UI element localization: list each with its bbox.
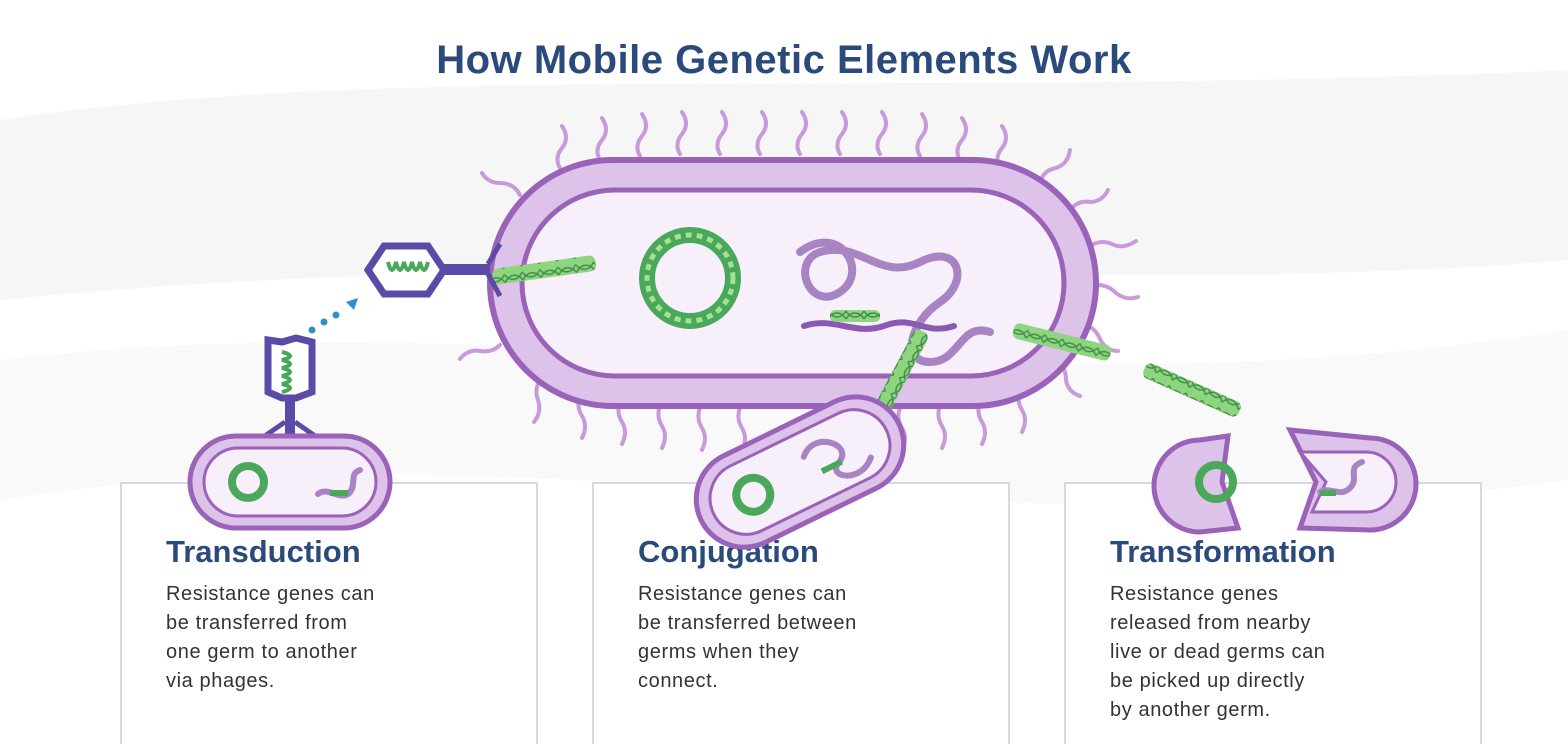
recipient-bacterium-transformation	[1154, 430, 1416, 532]
bacterium-with-pili-icon	[460, 112, 1138, 450]
transfer-dots	[309, 298, 359, 334]
bacteriophage-icon	[259, 338, 321, 440]
recipient-bacterium-transduction	[190, 436, 390, 528]
bacteriophage-icon	[368, 244, 500, 296]
